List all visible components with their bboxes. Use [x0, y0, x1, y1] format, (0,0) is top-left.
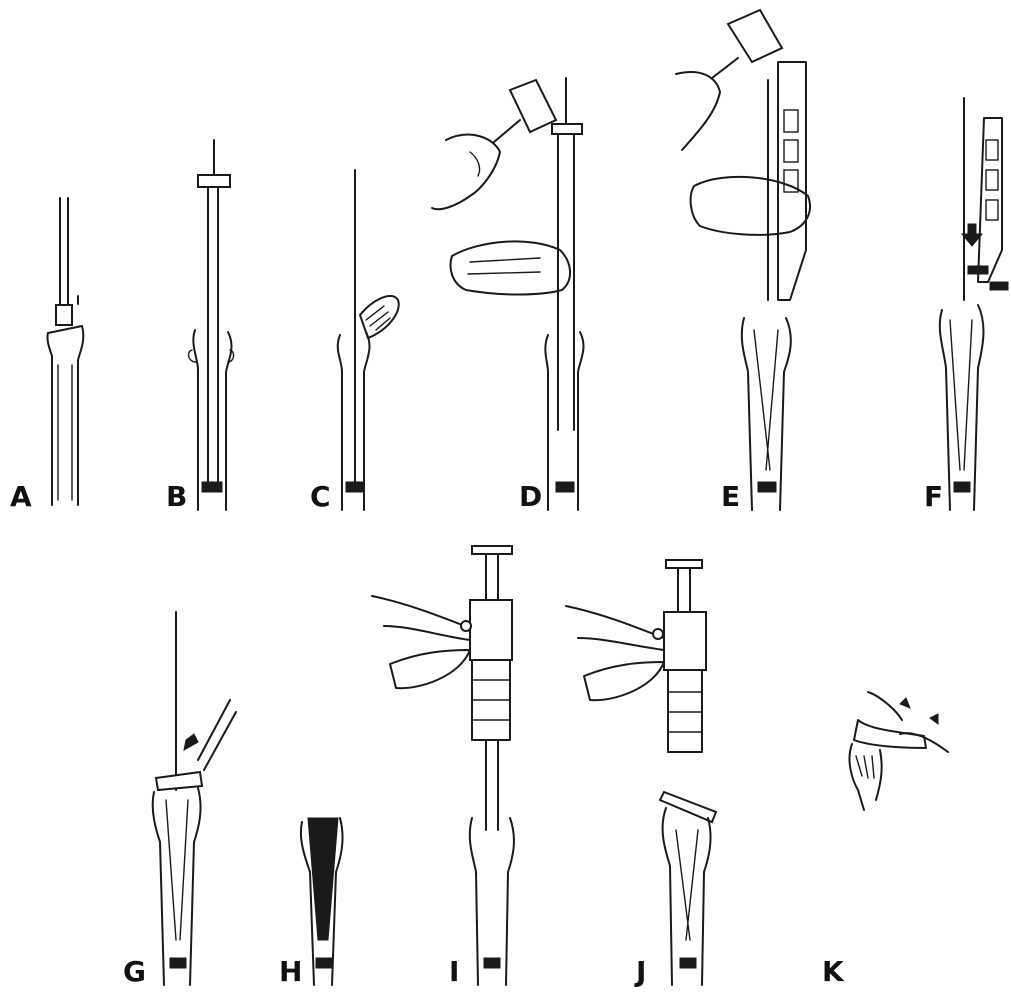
panel-b-drawing [189, 140, 234, 510]
panel-j-drawing [566, 560, 716, 985]
panel-a-drawing [47, 198, 83, 505]
panel-label-d: D [519, 483, 542, 511]
panel-f-drawing [940, 98, 1008, 510]
panel-label-i: I [449, 958, 459, 986]
panel-c-drawing [338, 170, 399, 510]
panel-label-f: F [924, 483, 943, 511]
panel-label-e: E [721, 483, 740, 511]
panel-e-drawing [676, 10, 810, 510]
panel-i-drawing [372, 546, 514, 985]
panel-k-drawing [850, 692, 948, 810]
panel-label-c: C [310, 483, 331, 511]
panel-label-b: B [166, 483, 187, 511]
panel-d-drawing [432, 78, 583, 510]
panel-label-j: J [636, 958, 646, 986]
panel-label-g: G [123, 958, 146, 986]
panel-h-drawing [301, 818, 343, 985]
panel-label-a: A [10, 483, 32, 511]
panel-g-drawing [153, 612, 236, 985]
panel-label-h: H [279, 958, 302, 986]
panel-label-k: K [822, 958, 844, 986]
